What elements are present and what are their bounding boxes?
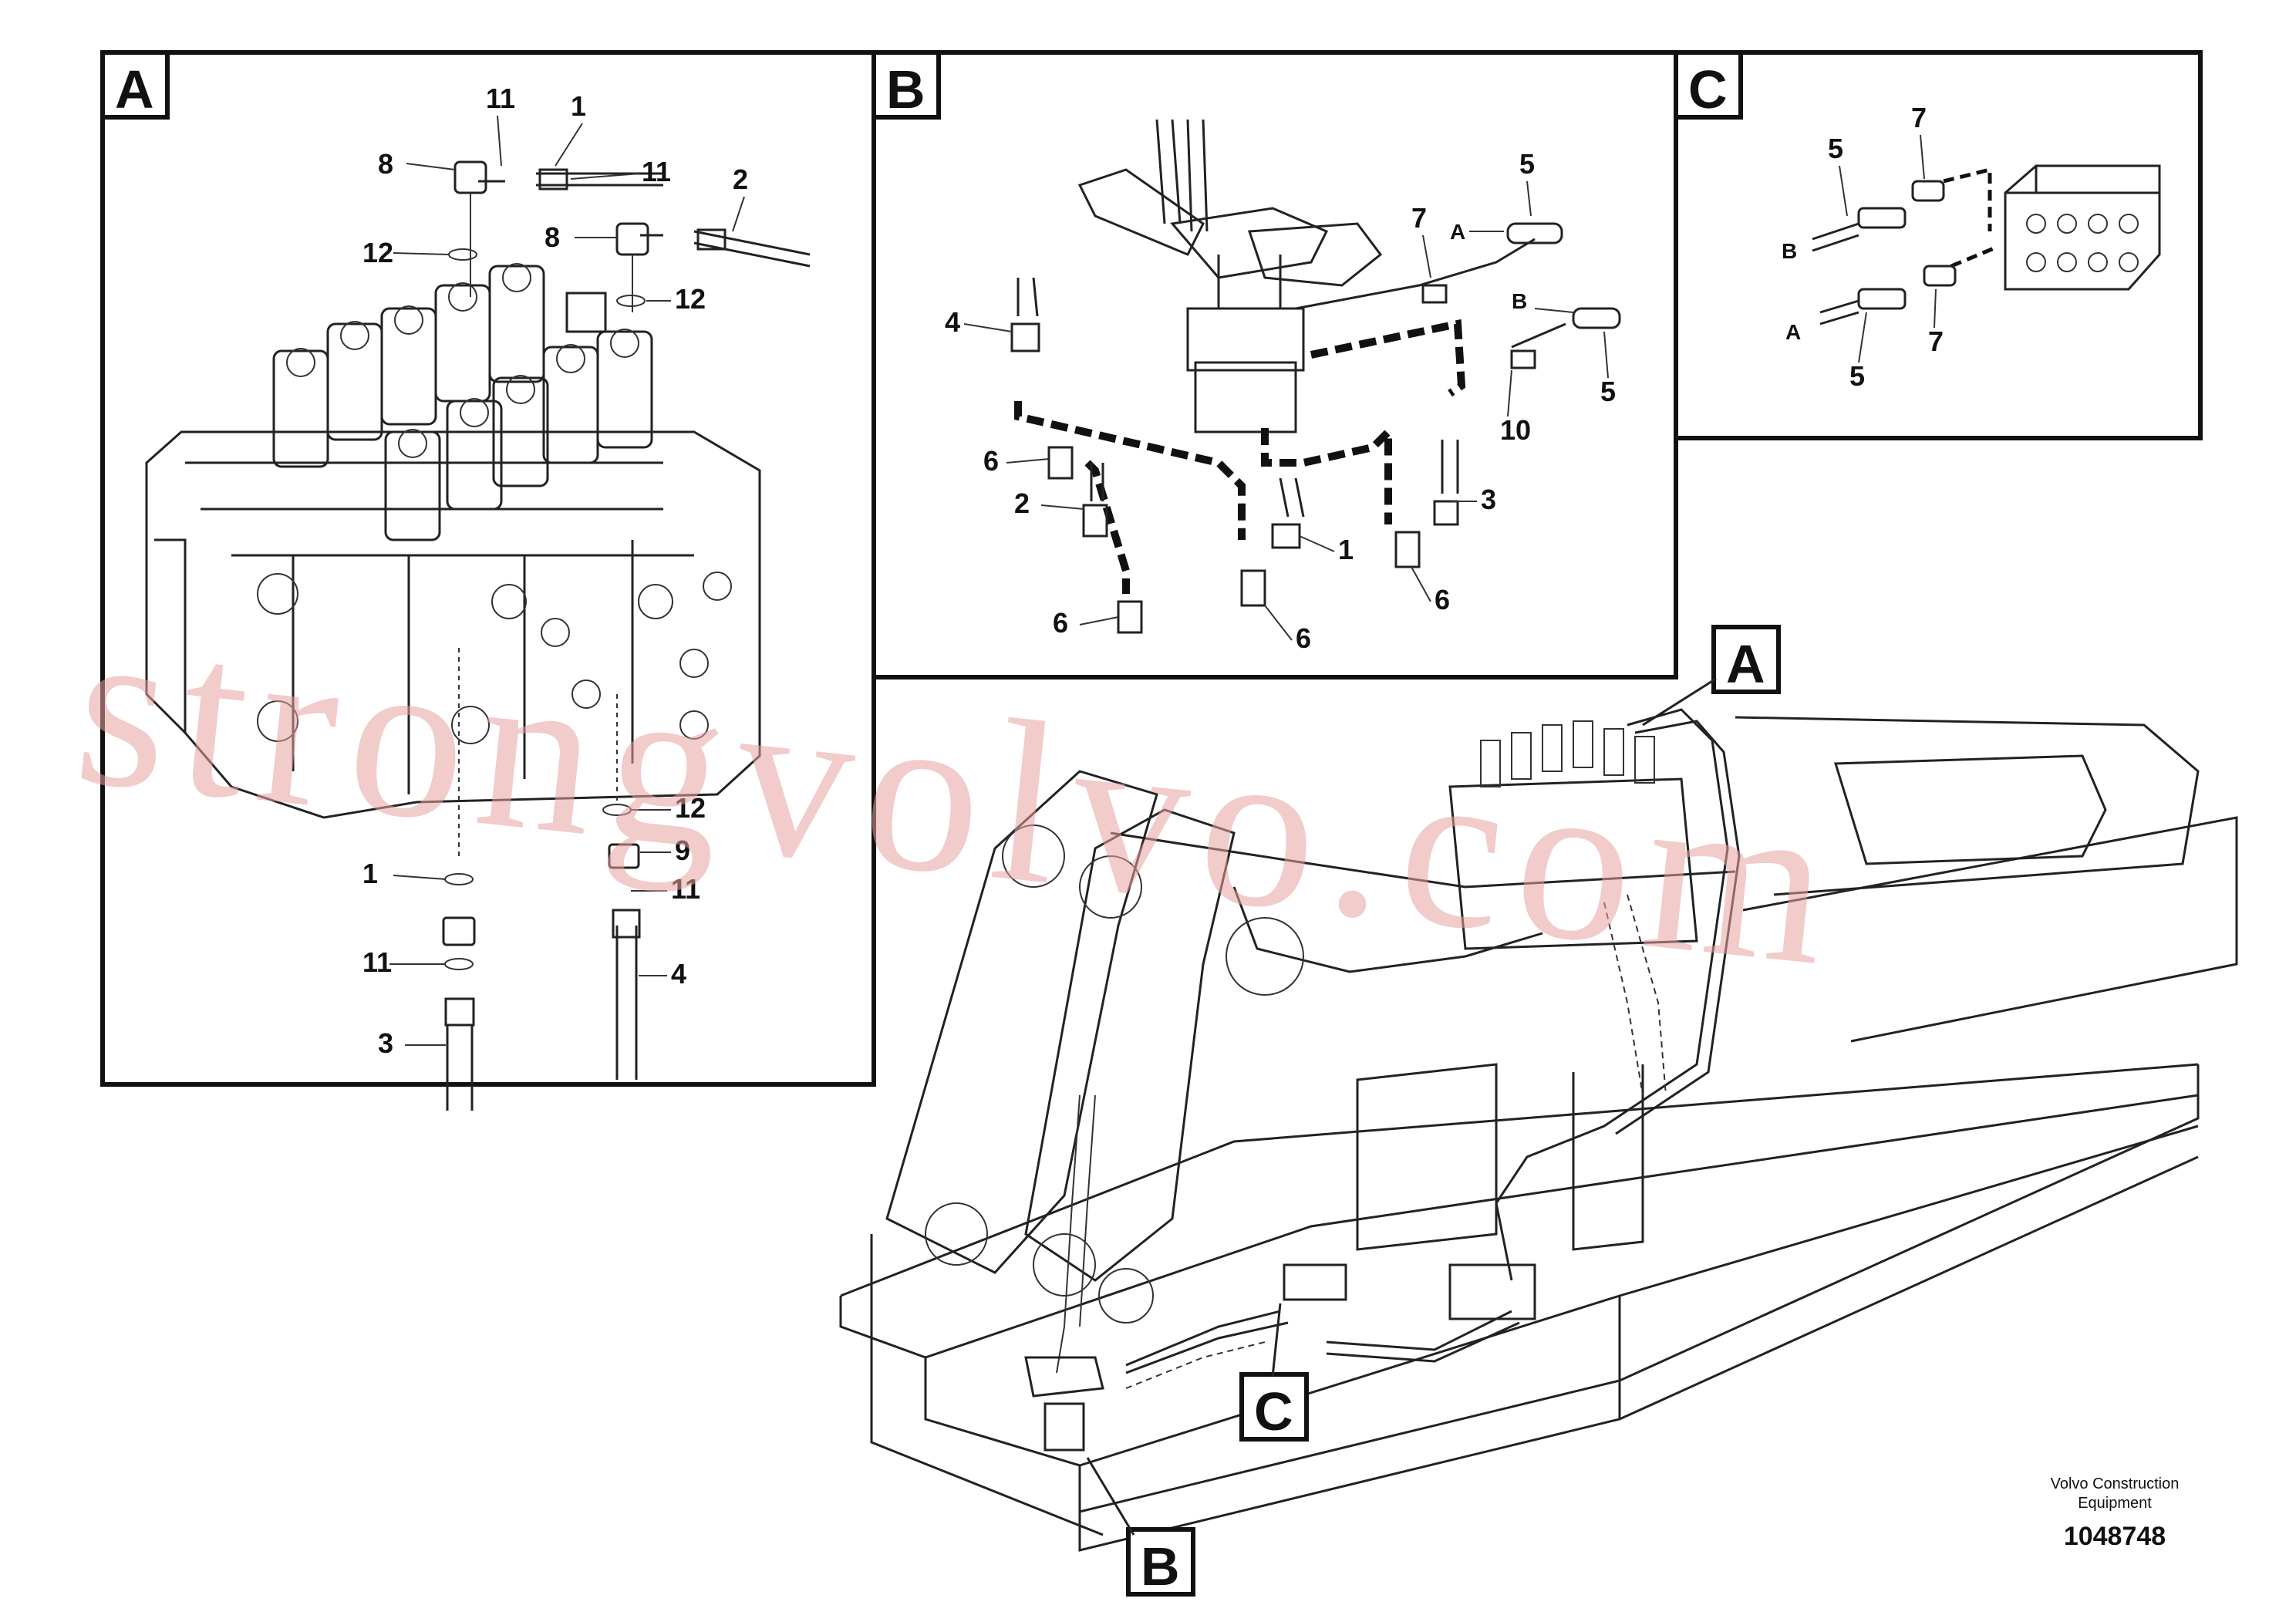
callout: 11	[362, 946, 392, 978]
panel-c-callouts: 7 5 B A 7 5	[1782, 102, 1944, 392]
callout: 12	[362, 237, 393, 268]
watermark: strongvolvo.com	[66, 575, 1853, 1016]
overview-tag-c: C	[1254, 1381, 1293, 1442]
callout: 8	[544, 221, 560, 253]
company-name-line-2: Equipment	[2078, 1495, 2152, 1512]
callout: 12	[675, 792, 706, 824]
callout: 4	[945, 306, 960, 338]
callout: 5	[1600, 376, 1616, 407]
callout: 5	[1828, 133, 1843, 164]
callout: 11	[642, 156, 671, 187]
panel-b-hoses	[1010, 222, 1621, 634]
callout: A	[1450, 220, 1465, 244]
overview-tag-a: A	[1726, 634, 1765, 694]
callout: B	[1782, 239, 1797, 263]
callout: 10	[1500, 414, 1531, 446]
callout: 8	[378, 148, 393, 180]
callout: A	[1785, 320, 1801, 344]
callout: 7	[1411, 202, 1427, 234]
company-name-line-1: Volvo Construction	[2051, 1475, 2180, 1492]
callout: 11	[671, 873, 700, 905]
panel-a-callouts: 11 1 8 11 2 12 8 12 12 9 1 11 11 4 3	[362, 83, 748, 1059]
callout: 9	[675, 835, 690, 866]
drawing-number: 1048748	[2064, 1522, 2166, 1551]
callout: 5	[1849, 360, 1865, 392]
callout: 3	[1481, 484, 1496, 515]
panel-b: B	[872, 50, 1678, 679]
callout: 7	[1911, 102, 1927, 133]
panel-b-tag: B	[886, 59, 925, 120]
callout: 6	[1435, 584, 1450, 615]
callout: 6	[1053, 607, 1068, 639]
callout: 1	[1338, 534, 1354, 565]
callout: 12	[675, 283, 706, 315]
panel-a: A	[100, 50, 876, 1111]
callout: 1	[571, 90, 586, 122]
callout: B	[1512, 289, 1527, 313]
callout: 6	[983, 445, 999, 477]
machine-overview: A B C	[839, 625, 2238, 1597]
panel-b-callouts: 5 7 A 4 B 5 6 10 2 3 1 6 6 6	[945, 148, 1616, 654]
callout: 2	[1014, 487, 1030, 519]
pilot-valve-drawing	[1077, 119, 1383, 433]
panel-c-hoses	[1812, 167, 1998, 325]
callout: 5	[1519, 148, 1535, 180]
overview-tag-b: B	[1141, 1536, 1180, 1597]
callout: 3	[378, 1027, 393, 1059]
panel-a-tag: A	[115, 59, 154, 120]
callout: 4	[671, 958, 686, 990]
title-block: Volvo Construction Equipment 1048748	[2051, 1475, 2180, 1551]
callout: 7	[1928, 325, 1944, 357]
panel-c-tag: C	[1688, 59, 1728, 120]
callout: 1	[362, 858, 378, 889]
callout: 11	[486, 83, 515, 114]
callout: 6	[1296, 622, 1311, 654]
connector-block-drawing	[2004, 164, 2161, 291]
control-valve-drawing	[145, 263, 761, 856]
panel-c: C 7 5 B A 7 5	[1674, 50, 2203, 440]
callout: 2	[733, 164, 748, 195]
